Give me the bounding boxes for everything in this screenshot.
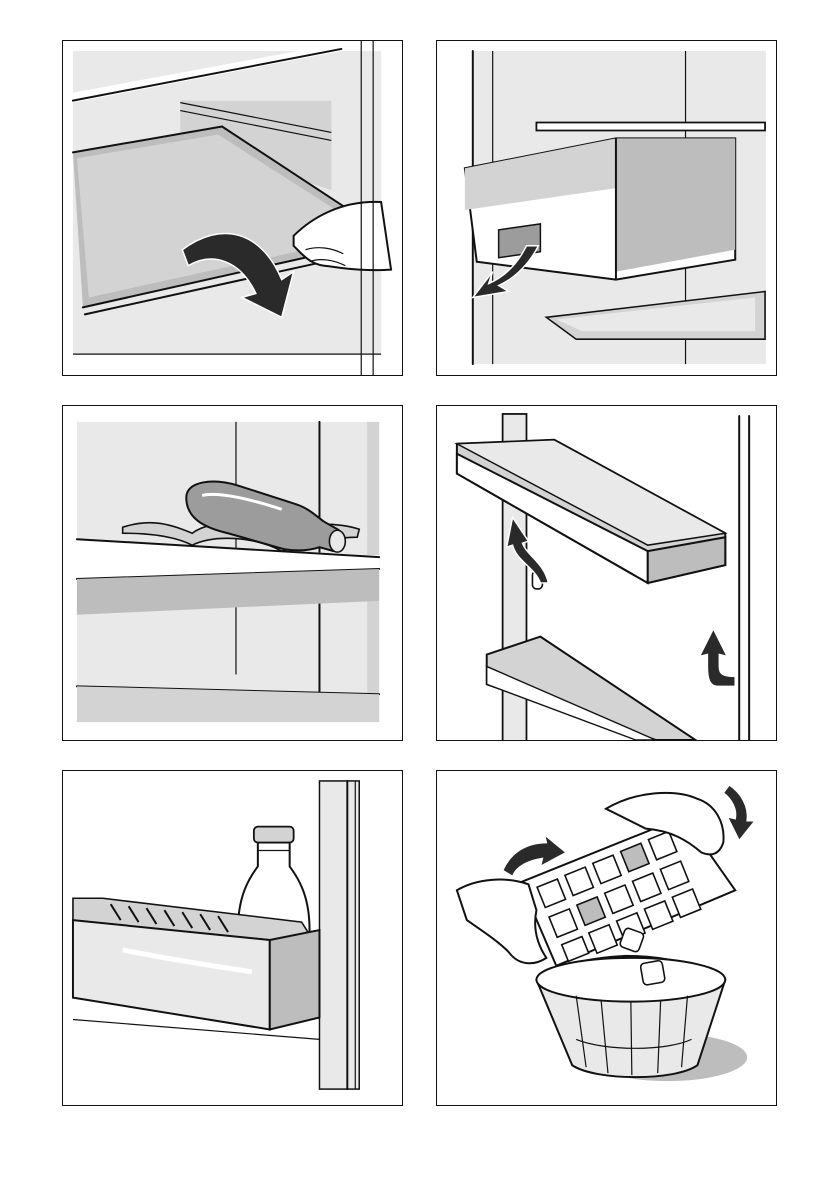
- drawer-removal-icon: [437, 41, 776, 375]
- door-shelf-removal-icon: [437, 406, 776, 740]
- bottle-door-shelf-icon: [63, 771, 402, 1105]
- ice-cube-tray-icon: [437, 771, 776, 1105]
- illustration-panel-door-shelf: [436, 405, 777, 741]
- illustration-panel-door-bottle: [62, 770, 403, 1106]
- bottle-rack-icon: [63, 406, 402, 740]
- illustration-panel-bottle-rack: [62, 405, 403, 741]
- illustration-panel-shelf-removal: [62, 40, 403, 376]
- illustration-panel-drawer-removal: [436, 40, 777, 376]
- illustration-panel-ice-tray: [436, 770, 777, 1106]
- glass-shelf-removal-icon: [63, 41, 402, 375]
